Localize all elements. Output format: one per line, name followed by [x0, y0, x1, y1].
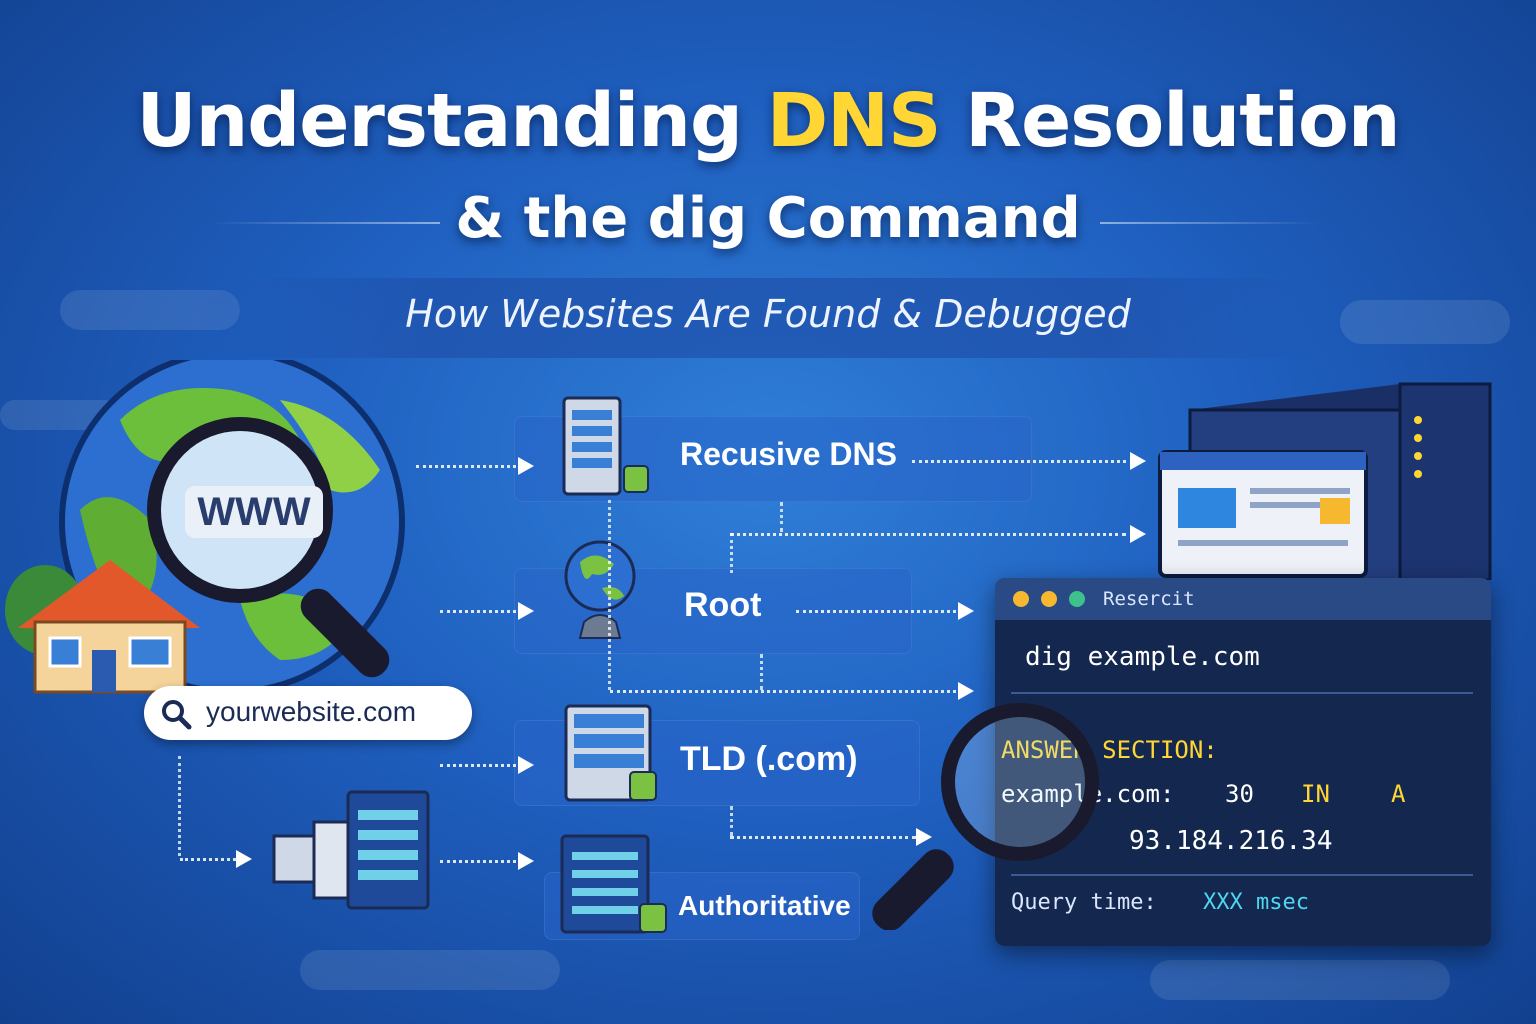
record-ip: 93.184.216.34 — [1129, 826, 1333, 856]
connector — [440, 764, 516, 767]
connector — [730, 806, 733, 836]
cloud — [1340, 300, 1510, 344]
arrow — [958, 602, 974, 620]
answer-section-header: ANSWER SECTION: — [1001, 736, 1218, 764]
globe-icon — [564, 540, 636, 639]
page-subtitle: & the dig Command — [455, 186, 1081, 251]
terminal-titlebar: Resercit — [995, 578, 1491, 620]
connector — [730, 533, 1126, 536]
connector — [760, 654, 763, 690]
server-label-recursive: Recusive DNS — [680, 436, 897, 472]
server-label-root: Root — [684, 586, 762, 624]
record-type: A — [1391, 780, 1406, 808]
cloud — [300, 950, 560, 990]
server-label-tld: TLD (.com) — [680, 740, 858, 778]
arrow — [958, 682, 974, 700]
magnifier-icon — [872, 703, 1099, 930]
arrow — [518, 457, 534, 475]
terminal-title: Resercit — [1103, 588, 1195, 610]
arrow — [518, 852, 534, 870]
connector — [178, 756, 181, 856]
arrow — [518, 756, 534, 774]
dig-command: dig example.com — [1025, 642, 1260, 672]
arrow — [1130, 525, 1146, 543]
tagline: How Websites Are Found & Debugged — [405, 292, 1131, 336]
terminal-divider — [1011, 874, 1473, 876]
search-icon — [162, 700, 192, 730]
server-rack-icon — [562, 396, 649, 496]
title-highlight: DNS — [766, 78, 942, 164]
url-text: yourwebsite.com — [206, 696, 417, 727]
server-label-authoritative: Authoritative — [678, 890, 851, 921]
connector — [780, 502, 783, 532]
arrow — [1130, 452, 1146, 470]
www-badge: WWW — [185, 486, 323, 538]
terminal-divider — [1011, 692, 1473, 694]
server-rack-icon — [560, 834, 667, 934]
connector — [730, 836, 916, 839]
connector — [416, 465, 516, 468]
arrow — [916, 828, 932, 846]
cloud — [1150, 960, 1450, 1000]
connector — [912, 460, 1126, 463]
server-stack-icon — [272, 790, 430, 910]
record-ttl: 30 — [1225, 780, 1254, 808]
connector — [796, 610, 956, 613]
page-title: Understanding DNS Resolution — [136, 78, 1401, 164]
connector — [440, 860, 516, 863]
connector — [610, 690, 956, 693]
connector — [608, 500, 611, 690]
close-dot[interactable] — [1069, 591, 1085, 607]
url-search-bar[interactable]: yourwebsite.com — [144, 686, 472, 740]
zoom-dot[interactable] — [1041, 591, 1057, 607]
query-time-value: XXX msec — [1203, 890, 1309, 915]
terminal-window[interactable]: Resercit dig example.com ANSWER SECTION:… — [995, 578, 1491, 946]
minimize-dot[interactable] — [1013, 591, 1029, 607]
tagline-band — [200, 278, 1340, 358]
server-rack-icon — [564, 704, 657, 802]
record-class: IN — [1301, 780, 1330, 808]
query-time-label: Query time: — [1011, 890, 1157, 915]
connector — [180, 858, 236, 861]
web-server-illustration — [1158, 382, 1492, 580]
title-divider — [210, 222, 440, 224]
arrow — [518, 602, 534, 620]
connector — [440, 610, 516, 613]
connector — [730, 533, 733, 573]
arrow — [236, 850, 252, 868]
